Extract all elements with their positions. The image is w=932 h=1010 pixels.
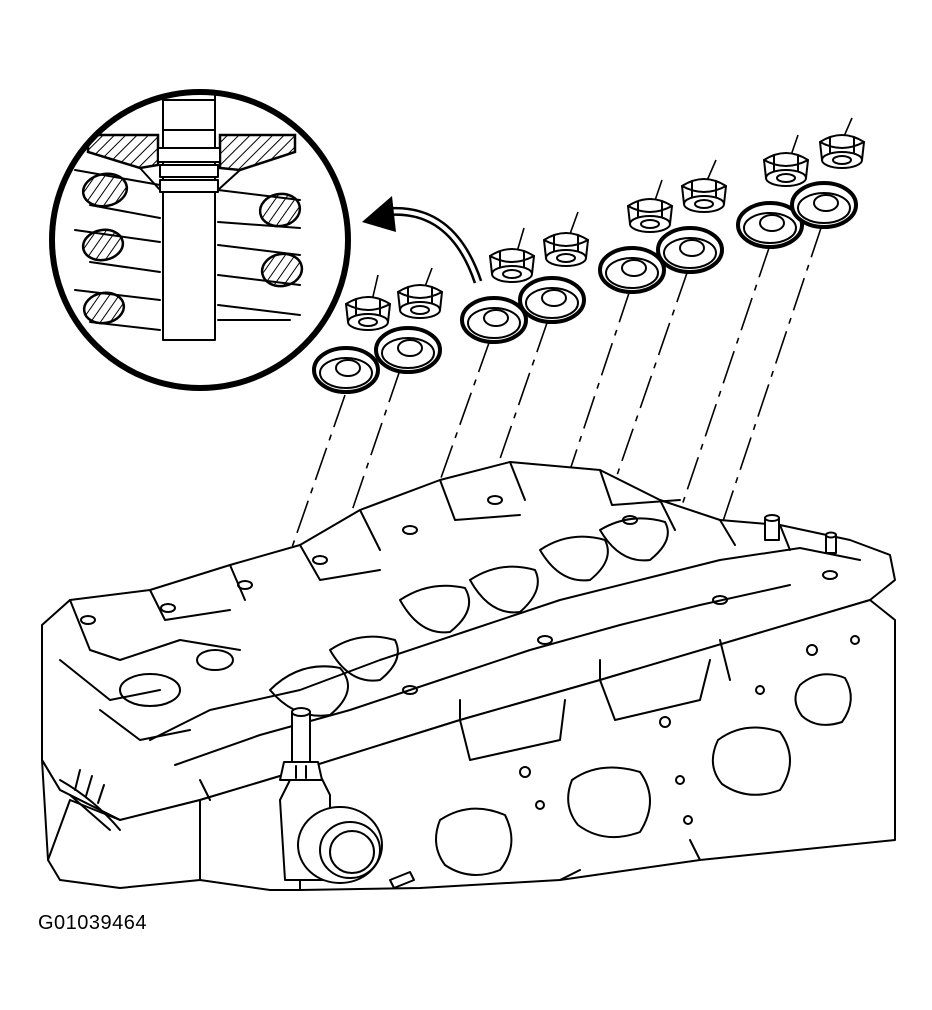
figure-id-label: G01039464 <box>38 912 148 934</box>
valve-stem-seal-icon <box>312 134 865 394</box>
magnified-valve-seal-detail-icon <box>49 89 351 391</box>
cylinder-head-icon <box>41 461 896 891</box>
curved-arrow-icon <box>362 196 483 284</box>
